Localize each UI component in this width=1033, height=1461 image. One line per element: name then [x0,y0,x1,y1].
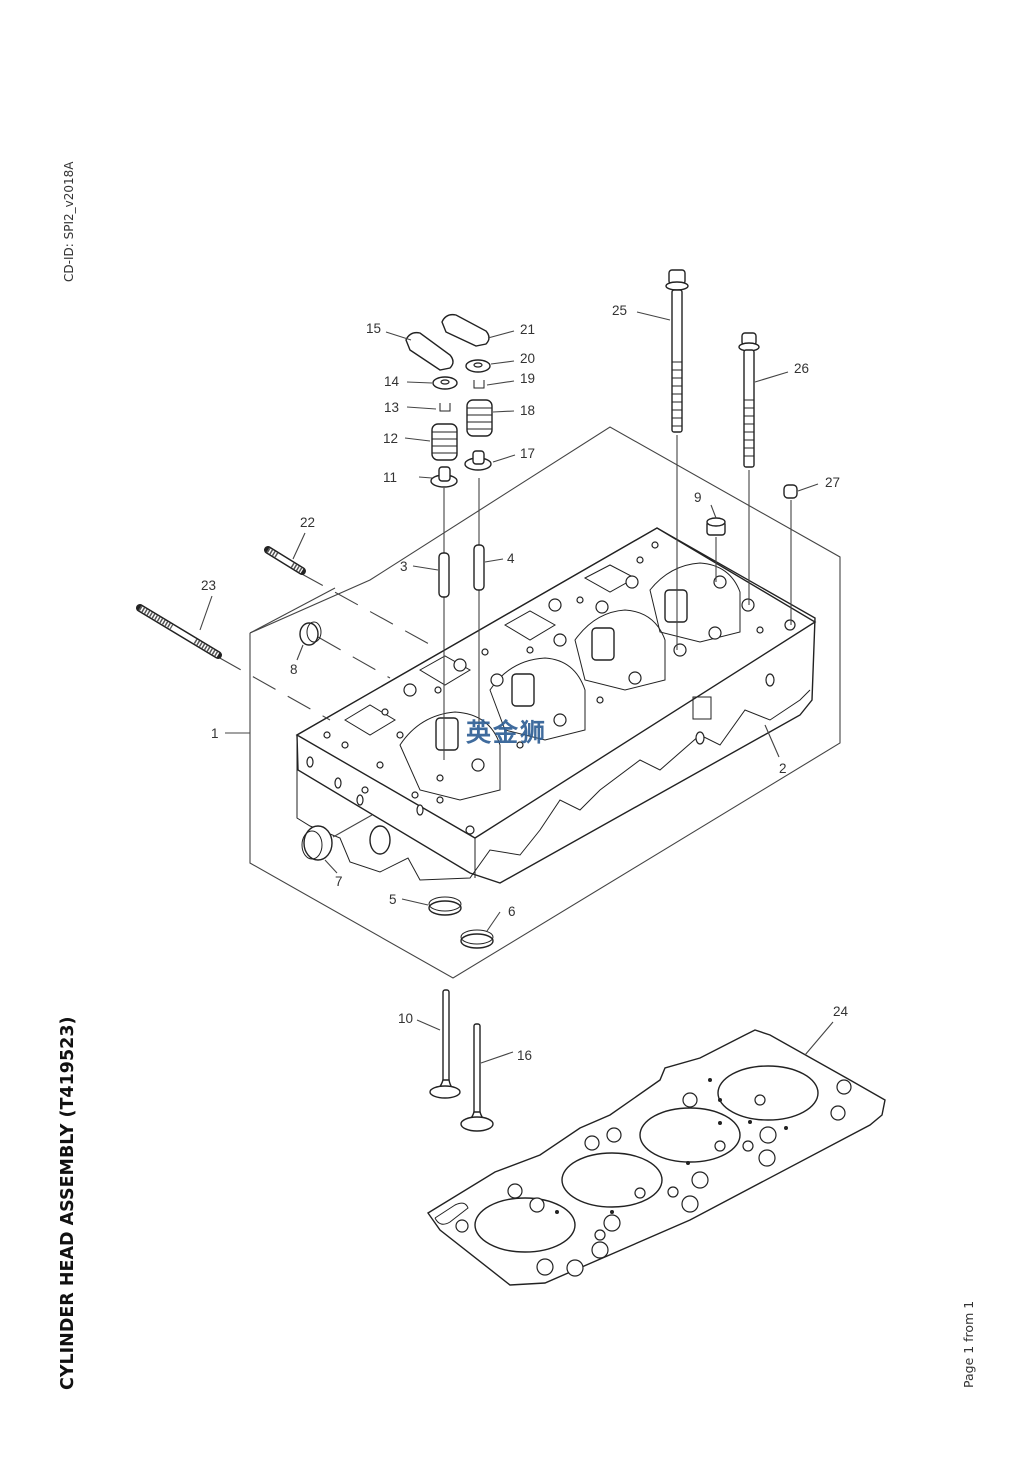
callout-3: 3 [400,559,408,574]
callout-7: 7 [335,874,343,889]
part-5-seat-insert [428,896,462,916]
part-6-seat-insert [460,929,494,949]
part-25-head-bolt [665,269,689,433]
part-24-head-gasket [426,1029,886,1286]
part-21-valve-bridge [441,313,490,347]
part-9-core-plug [706,517,726,536]
part-26-head-bolt [738,332,760,468]
cylinder-head-part [295,527,817,884]
callout-22: 22 [300,515,315,530]
leader-lines [199,311,834,1064]
assembly-bounding-outline [249,426,841,979]
callout-18: 18 [520,403,535,418]
callout-10: 10 [398,1011,413,1026]
assembly-line-23 [217,656,331,721]
watermark: 英金狮 [466,718,548,747]
callout-17: 17 [520,446,535,461]
callout-23: 23 [201,578,216,593]
part-8-core-plug [299,621,322,646]
callout-21: 21 [520,322,535,337]
callout-5: 5 [389,892,397,907]
callout-27: 27 [825,475,840,490]
callout-16: 16 [517,1048,532,1063]
callout-14: 14 [384,374,400,389]
part-19-collet [473,380,485,389]
bounding-outline-edge [249,587,336,634]
part-15-valve-bridge [405,331,454,371]
part-18-valve-spring [466,399,493,437]
callout-25: 25 [612,303,627,318]
part-23-stud [136,604,222,659]
callout-6: 6 [508,904,516,919]
part-10-valve [429,989,461,1099]
part-27-dowel [783,484,798,499]
part-17-stem-seal [464,450,492,471]
callout-13: 13 [384,400,399,415]
callout-15: 15 [366,321,381,336]
callout-20: 20 [520,351,535,366]
callout-26: 26 [794,361,809,376]
callout-11: 11 [383,470,397,485]
part-16-valve [460,1023,494,1132]
assembly-line-22 [299,572,441,651]
callout-24: 24 [833,1004,849,1019]
part-4-valve-guide [473,544,485,591]
callout-2: 2 [779,761,787,776]
callout-8: 8 [290,662,298,677]
callout-4: 4 [507,551,515,566]
callout-9: 9 [694,490,702,505]
part-12-valve-spring [431,423,458,461]
part-11-stem-seal [430,466,458,488]
callout-12: 12 [383,431,398,446]
part-7-core-plug [301,825,333,861]
callout-19: 19 [520,371,535,386]
part-22-stud [264,546,306,575]
head-holes [323,541,796,835]
part-3-valve-guide [438,552,450,598]
callout-1: 1 [211,726,219,741]
part-13-collet [439,403,451,412]
assembly-line-8 [317,636,391,679]
assembly-line-7 [332,814,373,838]
